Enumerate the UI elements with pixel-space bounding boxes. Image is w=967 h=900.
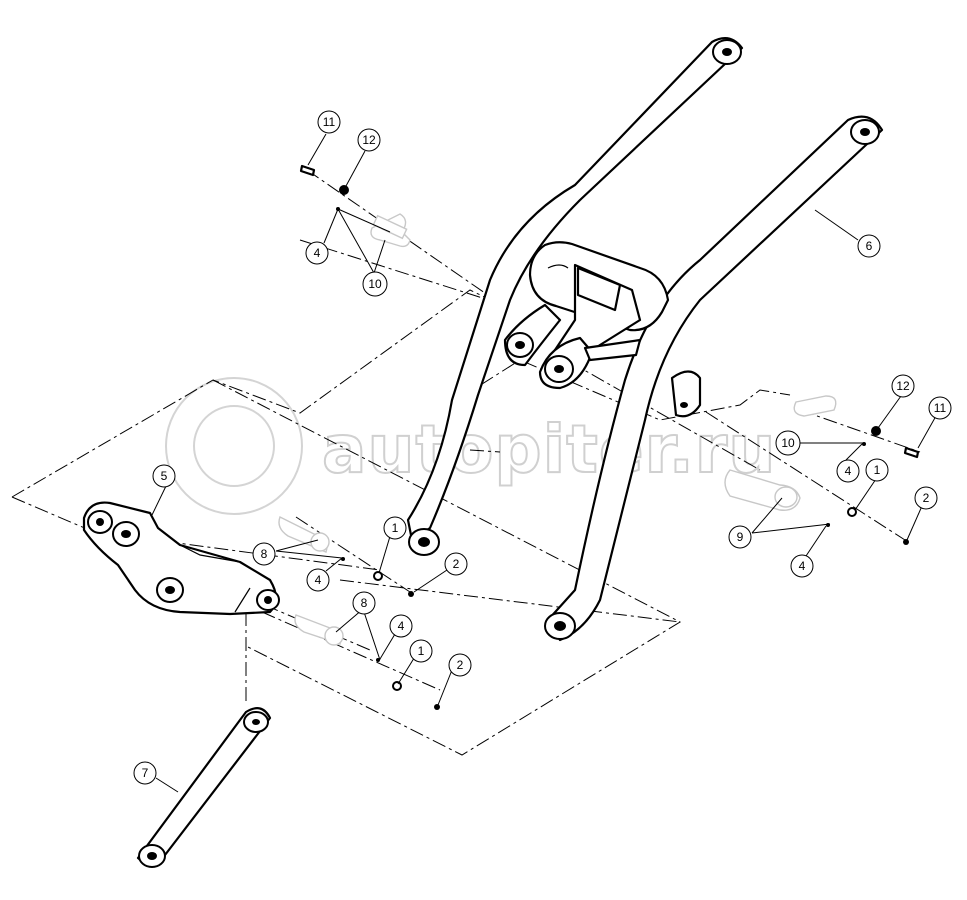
callout-11-right: 11 [928,396,952,420]
watermark-text: autopiter.ru [322,411,776,488]
callout-11-top: 11 [317,110,341,134]
callout-label: 1 [874,463,881,477]
callouts: 11 12 4 10 6 12 11 10 [133,110,952,785]
pin-10-right [793,395,837,417]
callout-10-top: 10 [362,271,388,297]
lift-arm-frame [406,37,884,642]
callout-label: 2 [457,658,464,672]
callout-label: 4 [845,464,852,478]
callout-label: 4 [314,246,321,260]
callout-12-right: 12 [891,374,915,398]
callout-1-low: 1 [409,639,433,663]
callout-label: 12 [896,379,910,393]
callout-7: 7 [133,761,157,785]
bracket-lug [583,338,642,362]
callout-label: 4 [398,619,405,633]
link-rod [136,707,272,868]
leader-lines [151,133,937,793]
callout-6: 6 [857,234,881,258]
bolt-2-low [434,704,440,710]
callout-label: 4 [315,573,322,587]
bolt-2-right [903,539,909,545]
pins [278,213,837,646]
callout-4-top: 4 [305,241,329,265]
callout-label: 6 [866,239,873,253]
callout-1-right: 1 [865,458,889,482]
nut-12-top [339,185,349,195]
callout-8-upper: 8 [252,542,276,566]
callout-5: 5 [152,464,176,488]
watermark-logo-circle [165,377,303,515]
callout-label: 2 [453,557,460,571]
callout-label: 11 [323,115,336,129]
bolt-11-top [299,164,316,177]
watermark-logo-circle-inner [193,405,275,487]
callout-label: 2 [923,491,930,505]
bolt-2-mid [408,591,414,597]
callout-1-mid: 1 [383,516,407,540]
callout-label: 1 [418,644,425,658]
lift-arm-left [406,37,744,542]
callout-4-right: 4 [836,459,860,483]
callout-2-right: 2 [914,486,938,510]
bolt-11-right [903,446,920,459]
cylinder-boss [547,264,569,269]
washer-1-low [392,681,402,691]
callout-label: 8 [261,547,268,561]
callout-label: 8 [361,596,368,610]
callout-4-right-lower: 4 [790,554,814,578]
callout-9: 9 [728,525,752,549]
hardware [299,164,920,710]
callout-8-lower: 8 [352,591,376,615]
callout-label: 10 [368,277,382,291]
washer-1-right [847,507,857,517]
bellcrank [82,501,280,616]
callout-label: 5 [161,469,168,483]
nut-12-right [871,426,881,436]
callout-label: 1 [392,521,399,535]
callout-4-mid: 4 [306,568,330,592]
callout-label: 11 [934,401,947,415]
callout-4-low: 4 [389,614,413,638]
washer-1-mid [373,571,383,581]
callout-label: 4 [799,559,806,573]
callout-label: 12 [362,133,376,147]
callout-2-mid: 2 [444,552,468,576]
side-lug [670,370,702,418]
washer-4-low [376,658,380,662]
callout-label: 9 [737,530,744,544]
bracket-plate [576,266,622,312]
callout-2-low: 2 [448,653,472,677]
callout-12-top: 12 [357,128,381,152]
callout-10-right: 10 [775,430,801,456]
callout-label: 7 [142,766,149,780]
callout-label: 10 [781,436,795,450]
